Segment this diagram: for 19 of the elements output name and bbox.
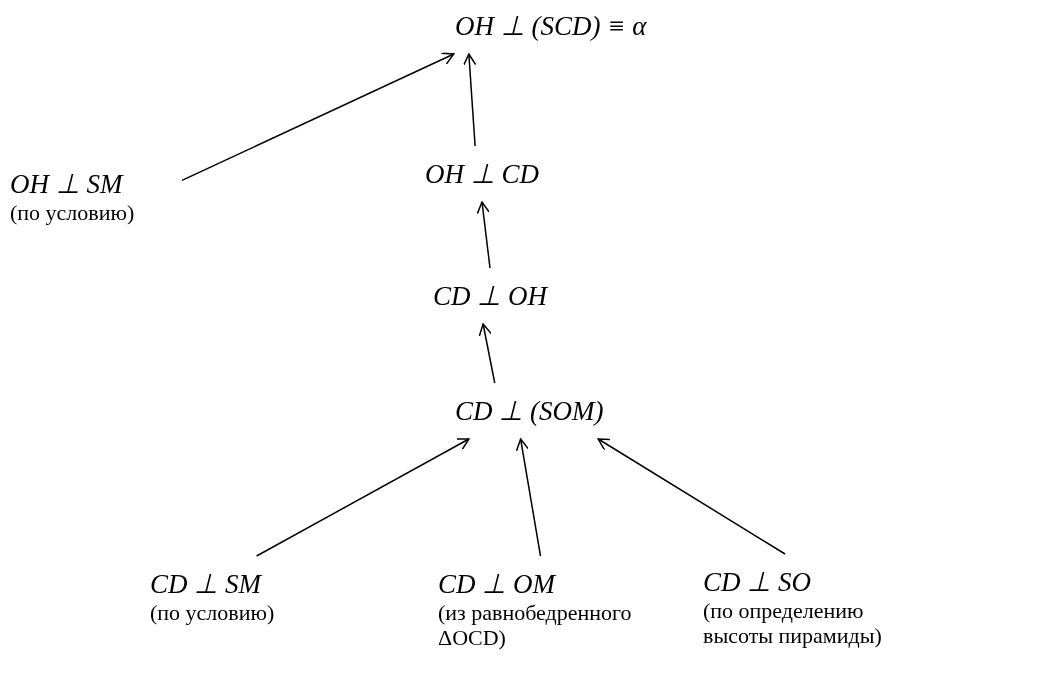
- formula: OH ⊥ SM: [10, 168, 123, 200]
- formula: CD ⊥ SO: [703, 566, 811, 598]
- justification-note: (по определению высоты пирамиды): [703, 598, 883, 649]
- formula: CD ⊥ SM: [150, 568, 261, 600]
- formula: OH ⊥ CD: [425, 158, 539, 190]
- justification-note: (по условию): [10, 200, 136, 226]
- arrow: [478, 323, 496, 384]
- formula: CD ⊥ OH: [433, 280, 547, 312]
- formula: CD ⊥ OM: [438, 568, 555, 600]
- arrow: [515, 438, 542, 557]
- justification-note: (по условию): [150, 600, 275, 626]
- arrow: [476, 201, 491, 269]
- arrow: [597, 438, 786, 555]
- arrow: [462, 53, 477, 147]
- formula: CD ⊥ (SOM): [455, 395, 604, 427]
- formula: OH ⊥ (SCD) ≡ α: [455, 10, 647, 42]
- justification-note: (из равнобедренного ΔOCD): [438, 600, 633, 651]
- arrow: [255, 438, 470, 557]
- arrow: [181, 52, 455, 182]
